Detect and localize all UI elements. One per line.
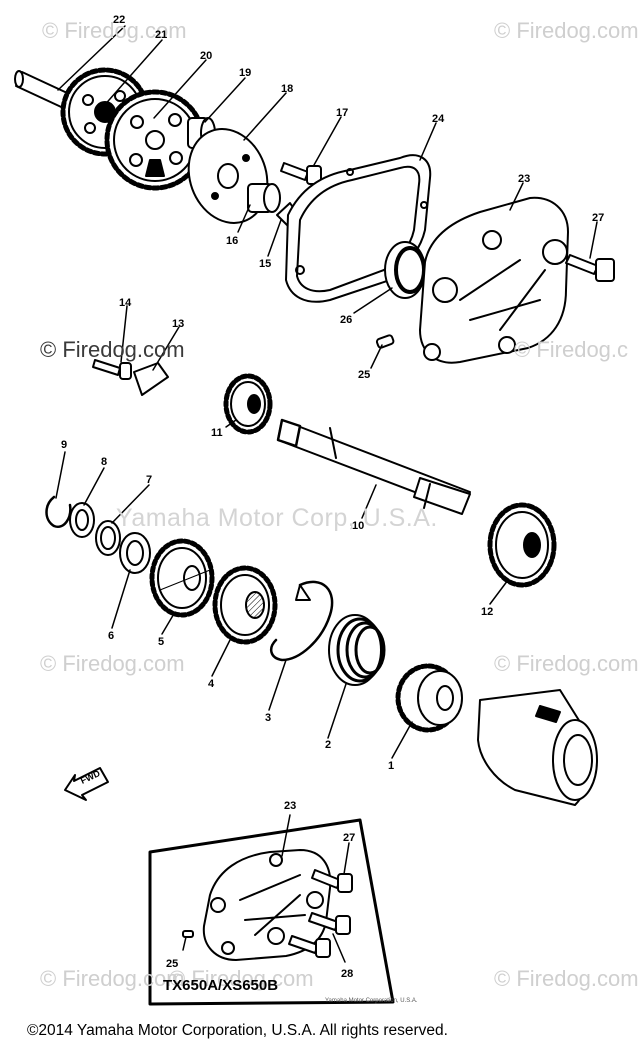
part-14-bolt (92, 359, 132, 380)
part-10-shaft (276, 418, 471, 515)
inset-title: TX650A/XS650B (163, 977, 279, 994)
part-3-spring-clip (269, 580, 334, 662)
part-27-bolt (565, 254, 615, 282)
watermark-yamaha: Yamaha Motor Corp, U.S.A. (116, 504, 438, 532)
leader-lines (55, 25, 598, 759)
watermark: © Firedog.com (42, 18, 187, 43)
part-6-washer (119, 532, 151, 574)
inset-part-28-bolt-b (288, 935, 331, 958)
callout-3: 3 (265, 712, 272, 724)
callout-2: 2 (325, 739, 332, 751)
callout-11: 11 (211, 427, 223, 439)
part-16-collar (247, 183, 281, 213)
part-8-washer (69, 502, 95, 538)
part-12-gear (487, 502, 557, 588)
callout-23: 23 (518, 173, 531, 185)
watermark: © Firedog.c (514, 337, 629, 362)
inset-callout-27: 27 (343, 832, 356, 844)
watermark: © Firedog.com (40, 337, 185, 362)
callout-24: 24 (432, 113, 445, 125)
callout-25: 25 (358, 369, 371, 381)
part-2-spring (328, 614, 386, 686)
callout-13: 13 (172, 318, 185, 330)
callout-19: 19 (239, 67, 252, 79)
callout-22: 22 (113, 14, 126, 26)
callout-9: 9 (61, 439, 68, 451)
callout-12: 12 (481, 606, 494, 618)
inset-frame (148, 818, 395, 1006)
part-13-plate (133, 362, 169, 396)
inset-part-25-dowel (182, 930, 194, 938)
callout-14: 14 (119, 297, 132, 309)
part-17-bolt (280, 162, 322, 185)
callout-5: 5 (158, 636, 165, 648)
watermark: © Firedog.com (494, 651, 638, 676)
callout-7: 7 (146, 474, 153, 486)
inset-fine-print: Yamaha Motor Corporation, U.S.A. (325, 998, 418, 1004)
callout-21: 21 (155, 29, 168, 41)
inset-callout-25: 25 (166, 958, 179, 970)
part-7-washer (95, 520, 121, 556)
callout-26: 26 (340, 314, 353, 326)
part-26-oil-seal (384, 241, 426, 299)
inset-callout-28: 28 (341, 968, 354, 980)
part-25-dowel (375, 334, 395, 349)
callout-6: 6 (108, 630, 115, 642)
part-11-gear (223, 373, 273, 435)
inset-leader-lines (182, 814, 350, 963)
part-4-gear (212, 565, 278, 645)
part-1-gear (395, 663, 463, 733)
part-23-housing (419, 196, 569, 364)
watermark: © Firedog.com (40, 651, 185, 676)
callout-10: 10 (352, 520, 365, 532)
inset-part-23-housing (202, 849, 332, 961)
callout-15: 15 (259, 258, 272, 270)
callout-17: 17 (336, 107, 349, 119)
callout-18: 18 (281, 83, 294, 95)
callout-1: 1 (388, 760, 395, 772)
callout-27: 27 (592, 212, 605, 224)
callout-8: 8 (101, 456, 108, 468)
copyright-notice: ©2014 Yamaha Motor Corporation, U.S.A. A… (27, 1022, 448, 1039)
inset-part-28-bolt-a (308, 912, 351, 935)
part-9-circlip (45, 495, 72, 529)
stopper-housing (477, 689, 598, 806)
watermark: © Firedog.com (494, 966, 638, 991)
fwd-arrow (64, 767, 109, 801)
watermark: © Firedog.com (494, 18, 638, 43)
part-5-gear (149, 538, 215, 618)
watermark: © Firedog.com (40, 966, 185, 991)
callout-20: 20 (200, 50, 213, 62)
callout-16: 16 (226, 235, 239, 247)
inset-callout-23: 23 (284, 800, 297, 812)
watermark: © Firedog.com (169, 966, 314, 991)
callout-4: 4 (208, 678, 215, 690)
inset-part-27-bolt (311, 869, 353, 893)
